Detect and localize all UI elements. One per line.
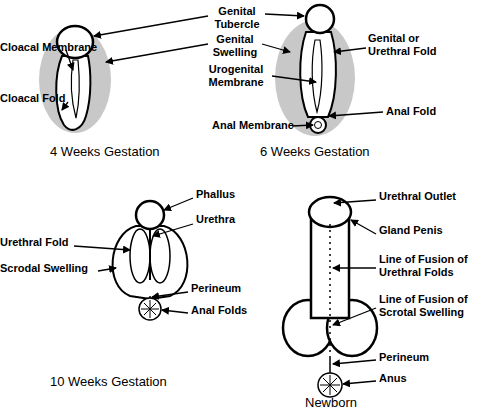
ray — [144, 303, 156, 315]
anus-shape — [318, 373, 342, 397]
leader-line — [106, 44, 208, 62]
perineum-line — [329, 356, 331, 373]
leader-lines — [62, 14, 383, 384]
leader-line — [333, 360, 376, 364]
phallus-shape — [136, 201, 164, 229]
part-label: Urethral Fold — [0, 236, 68, 249]
part-label: Anal Folds — [191, 304, 247, 317]
leader-line — [334, 200, 376, 203]
part-label: Anus — [379, 372, 407, 385]
leader-line — [334, 48, 366, 52]
part-label: Perineum — [191, 282, 241, 295]
part-label: Genital Tubercle — [206, 5, 268, 31]
ray — [323, 378, 337, 392]
part-label: Line of Fusion of Scrotal Swelling — [379, 293, 491, 319]
genital-tubercle-shape — [306, 5, 334, 33]
scrotal-swelling-shape — [113, 226, 188, 299]
leader-line — [262, 44, 290, 52]
leader-line — [153, 224, 193, 236]
part-label: Urethra — [196, 213, 235, 226]
glans-shape — [309, 197, 351, 227]
part-label: Cloacal Fold — [0, 92, 65, 105]
ray — [323, 378, 337, 392]
leader-line — [343, 381, 376, 384]
leader-line — [164, 198, 193, 210]
anus-rays — [320, 375, 340, 395]
part-label: Genital Swelling — [206, 33, 264, 59]
stage-caption: 10 Weeks Gestation — [50, 374, 167, 389]
leader-line — [74, 246, 130, 250]
stage-caption: 6 Weeks Gestation — [260, 144, 370, 159]
leader-line — [152, 292, 188, 297]
leader-line — [329, 112, 383, 116]
urogenital-membrane-shape — [312, 40, 322, 112]
urethra-line — [149, 230, 151, 280]
leader-line — [351, 220, 376, 234]
leader-line — [162, 310, 188, 313]
part-label: Line of Fusion of Urethral Folds — [379, 253, 491, 279]
part-label: Gland Penis — [379, 224, 443, 237]
urethral-fold-shape — [300, 32, 336, 117]
part-label: Scrodal Swelling — [0, 262, 88, 275]
anal-membrane-shape — [315, 122, 322, 129]
leader-line — [94, 16, 208, 36]
part-label: Anal Fold — [386, 105, 436, 118]
leader-line — [272, 76, 316, 82]
stage-caption: 4 Weeks Gestation — [50, 144, 160, 159]
leader-line — [98, 268, 116, 271]
leader-line — [333, 308, 376, 325]
part-label: Cloacal Membrane — [0, 41, 97, 54]
leader-line — [265, 14, 304, 16]
fusion-line — [329, 224, 331, 356]
anal-fold-rays — [141, 300, 159, 318]
urethral-fold-shape — [130, 229, 150, 283]
leader-line — [333, 267, 376, 268]
stage-caption: Newborn — [305, 395, 357, 410]
part-label: Genital or Urethral Fold — [368, 32, 450, 58]
part-label: Urethral Outlet — [379, 190, 456, 203]
urethral-fold-shape — [150, 229, 170, 283]
leader-line — [292, 125, 313, 126]
part-label: Phallus — [196, 188, 235, 201]
part-label: Perineum — [379, 351, 429, 364]
part-label: Anal Membrane — [212, 119, 294, 132]
ray — [144, 303, 156, 315]
part-label: Urogenital Membrane — [200, 63, 272, 89]
anal-fold-shape — [139, 298, 161, 320]
